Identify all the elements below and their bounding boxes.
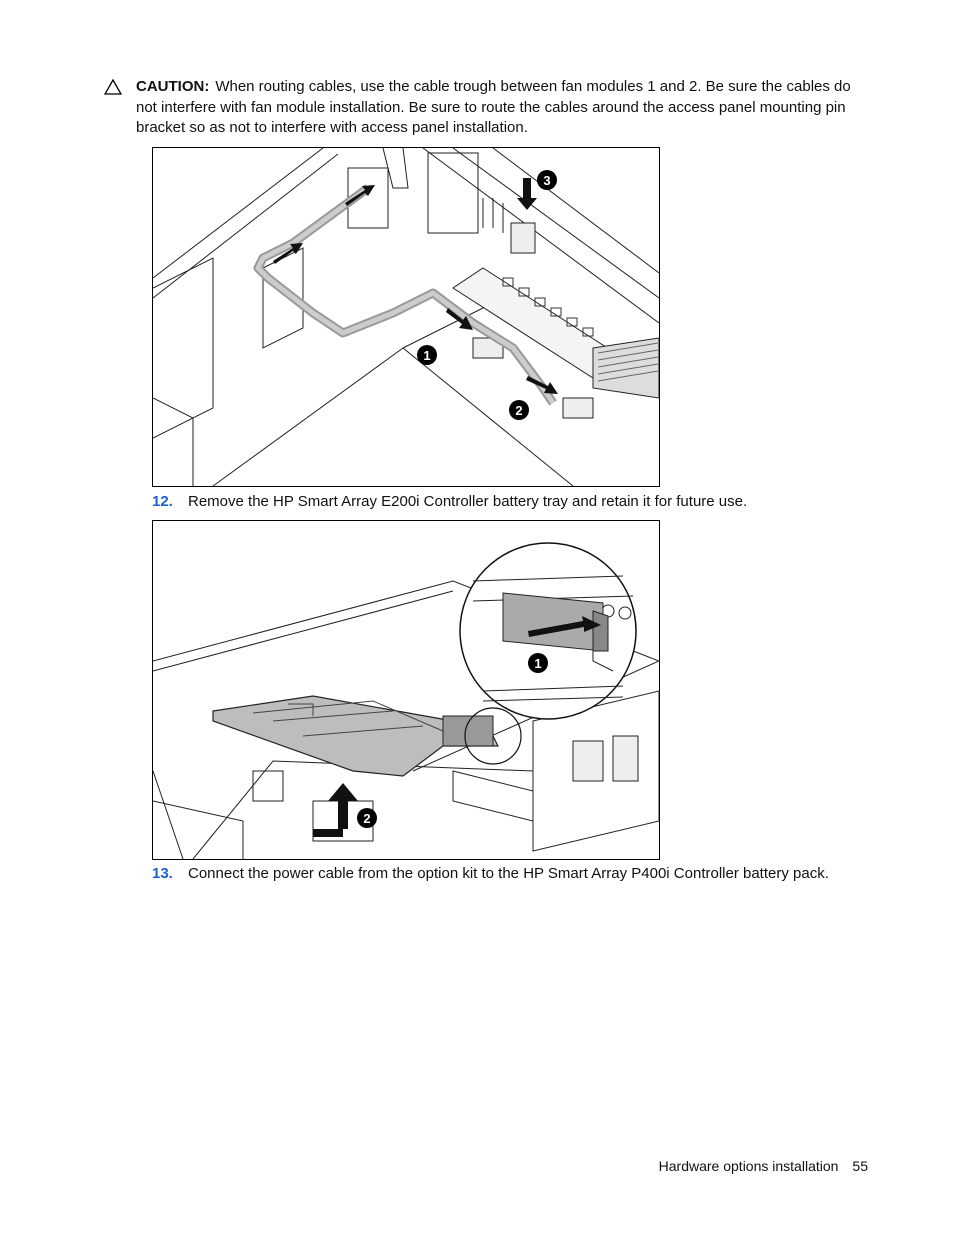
step-13-number: 13. <box>152 865 173 882</box>
page-number: 55 <box>852 1158 868 1174</box>
callout-1: 1 <box>417 345 437 365</box>
battery-tray-removal-illustration: 1 2 <box>152 520 660 860</box>
step-13: 13. Connect the power cable from the opti… <box>152 864 829 884</box>
callout-3-label: 3 <box>543 173 550 188</box>
callout-1-label: 1 <box>423 348 430 363</box>
callout-2: 2 <box>357 808 377 828</box>
callout-2-label: 2 <box>363 811 370 826</box>
callout-1: 1 <box>528 653 548 673</box>
step-12: 12. Remove the HP Smart Array E200i Contr… <box>152 492 747 512</box>
caution-note: CAUTION:When routing cables, use the cab… <box>103 77 864 139</box>
callout-3: 3 <box>537 170 557 190</box>
caution-label: CAUTION: <box>136 78 210 95</box>
callout-1-label: 1 <box>534 656 541 671</box>
cable-routing-illustration: 1 2 3 <box>152 147 660 487</box>
caution-body: When routing cables, use the cable troug… <box>136 78 851 136</box>
caution-paragraph: CAUTION:When routing cables, use the cab… <box>136 77 864 139</box>
step-12-text: Remove the HP Smart Array E200i Controll… <box>188 493 748 510</box>
step-13-text: Connect the power cable from the option … <box>188 865 829 882</box>
footer-section-title: Hardware options installation <box>658 1158 839 1174</box>
step-12-number: 12. <box>152 493 173 510</box>
page-footer: Hardware options installation 55 <box>659 1158 868 1174</box>
callout-2-label: 2 <box>515 403 522 418</box>
warning-triangle-icon <box>103 78 123 95</box>
callout-2: 2 <box>509 400 529 420</box>
